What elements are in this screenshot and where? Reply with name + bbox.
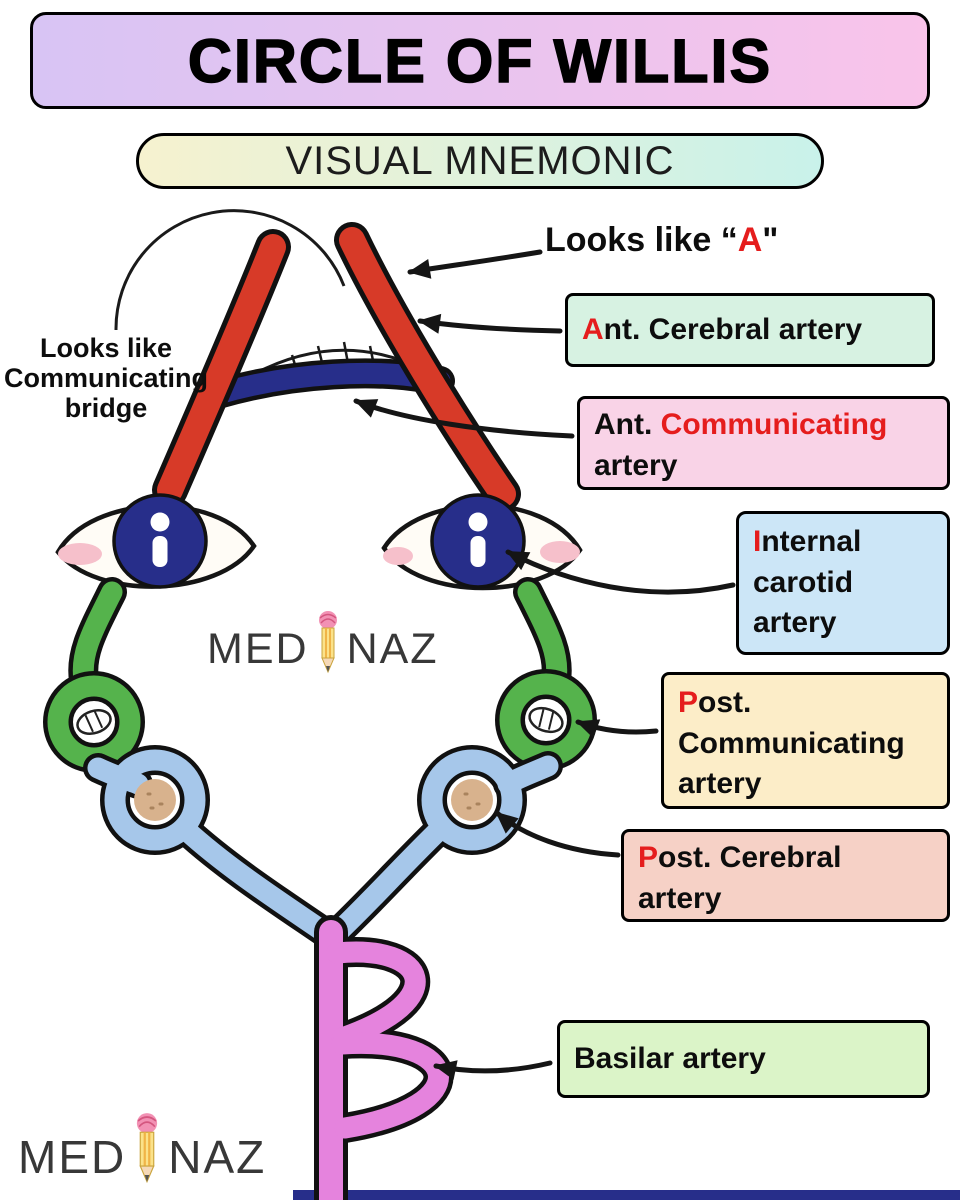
arrow-internal-carotid	[505, 549, 736, 595]
note-bridge-line1: Looks like	[39, 333, 173, 363]
note-bridge-line3: bridge	[64, 393, 148, 424]
watermark-center: MED NAZ	[207, 610, 439, 674]
label-line: Communicating	[678, 726, 905, 760]
watermark-bottom: MED NAZ	[18, 1112, 266, 1184]
label-black-part: Ant.	[594, 408, 661, 441]
watermark-med: MED	[207, 625, 309, 673]
watermark-med: MED	[18, 1131, 127, 1183]
note-bridge-line2: Communicating	[3, 363, 208, 394]
pencil-icon	[137, 1113, 158, 1184]
label-post-communicating-artery: Post. Communicating artery	[661, 672, 950, 809]
label-lead-letter: A	[582, 312, 604, 346]
basilar-artery	[314, 915, 454, 1200]
subtitle-text: VISUAL MNEMONIC	[285, 138, 675, 183]
label-post-cerebral-artery: Post. Cerebral artery	[621, 829, 950, 922]
label-line: Ant. Communicating	[594, 405, 933, 446]
label-ant-cerebral-artery: Ant. Cerebral artery	[565, 293, 935, 367]
label-lead-letter: P	[678, 686, 699, 719]
right-pca-ring	[421, 749, 523, 851]
arrow-ant-cerebral	[417, 313, 563, 334]
label-rest: nt. Cerebral artery	[603, 312, 863, 346]
right-brain-nub	[451, 779, 493, 821]
note-communicating-bridge: Looks like Communicating bridge	[0, 333, 212, 424]
sketch-circle	[114, 209, 346, 331]
basilar-bump-top	[326, 941, 426, 1049]
label-line: carotid	[753, 565, 854, 599]
ant-cerebral-arteries	[152, 222, 521, 512]
bottom-edge-bar	[293, 1190, 960, 1200]
label-basilar-artery: Basilar artery	[557, 1020, 930, 1098]
left-a-leg	[157, 234, 286, 503]
right-eye-blush-outer	[540, 541, 580, 563]
label-line: Post. Cerebral	[638, 838, 933, 879]
label-line: artery	[678, 767, 762, 800]
label-ant-communicating-artery: Ant. Communicating artery	[577, 396, 950, 490]
note-a-close-quote: "	[762, 221, 779, 259]
left-brain-nub	[134, 779, 176, 821]
label-line: Basilar artery	[574, 1041, 766, 1075]
arrow-looks-like-a	[407, 249, 543, 279]
right-a-leg	[339, 227, 516, 507]
note-a-open-quote: “	[720, 221, 738, 259]
arrow-basilar	[433, 1060, 553, 1080]
right-grin-teeth	[528, 706, 564, 734]
left-i-dot	[150, 512, 170, 532]
left-pca-ring	[104, 749, 206, 851]
label-lead-letter: I	[753, 525, 762, 558]
label-red-part: Communicating	[660, 408, 888, 441]
arrow-ant-communicating	[353, 398, 575, 439]
label-lead-letter: P	[638, 841, 659, 874]
pencil-icon	[318, 611, 337, 674]
label-internal-carotid-artery: Internal carotid artery	[736, 511, 950, 655]
note-a-letter: A	[737, 221, 763, 259]
watermark-naz: NAZ	[346, 625, 439, 673]
left-i-stem	[152, 536, 168, 567]
left-grin-teeth	[76, 709, 112, 735]
note-a-prefix: Looks like	[545, 221, 721, 259]
subtitle-banner: VISUAL MNEMONIC	[136, 133, 824, 189]
left-pca-exit	[175, 819, 341, 947]
right-brain-nub-speckles	[463, 792, 481, 810]
arrow-post-cerebral	[494, 810, 621, 858]
label-rest: nternal	[761, 525, 862, 558]
right-i-dot	[468, 512, 488, 532]
arrow-post-communicating	[575, 719, 659, 739]
right-i-stem	[470, 536, 486, 567]
right-eye-blush-inner	[383, 547, 413, 565]
label-line: artery	[594, 448, 678, 482]
label-line: Ant. Cerebral artery	[582, 310, 862, 351]
page-title: CIRCLE OF WILLIS	[187, 26, 773, 96]
label-rest: ost. Cerebral	[658, 841, 842, 874]
internal-carotid-eyes	[55, 493, 583, 591]
right-pca-exit	[323, 818, 451, 947]
pointer-arrows	[353, 249, 736, 1080]
label-line: artery	[638, 881, 722, 915]
left-eye-blush	[58, 543, 102, 565]
note-looks-like-a: Looks like “A"	[545, 221, 778, 260]
post-cerebral-arteries	[83, 745, 563, 951]
label-rest: ost.	[698, 686, 752, 719]
label-line: Post.	[678, 683, 933, 724]
label-line: Internal	[753, 522, 933, 563]
label-line: artery	[753, 606, 837, 639]
title-banner: CIRCLE OF WILLIS	[30, 12, 930, 109]
watermark-naz: NAZ	[168, 1131, 267, 1183]
left-brain-nub-speckles	[146, 792, 164, 810]
